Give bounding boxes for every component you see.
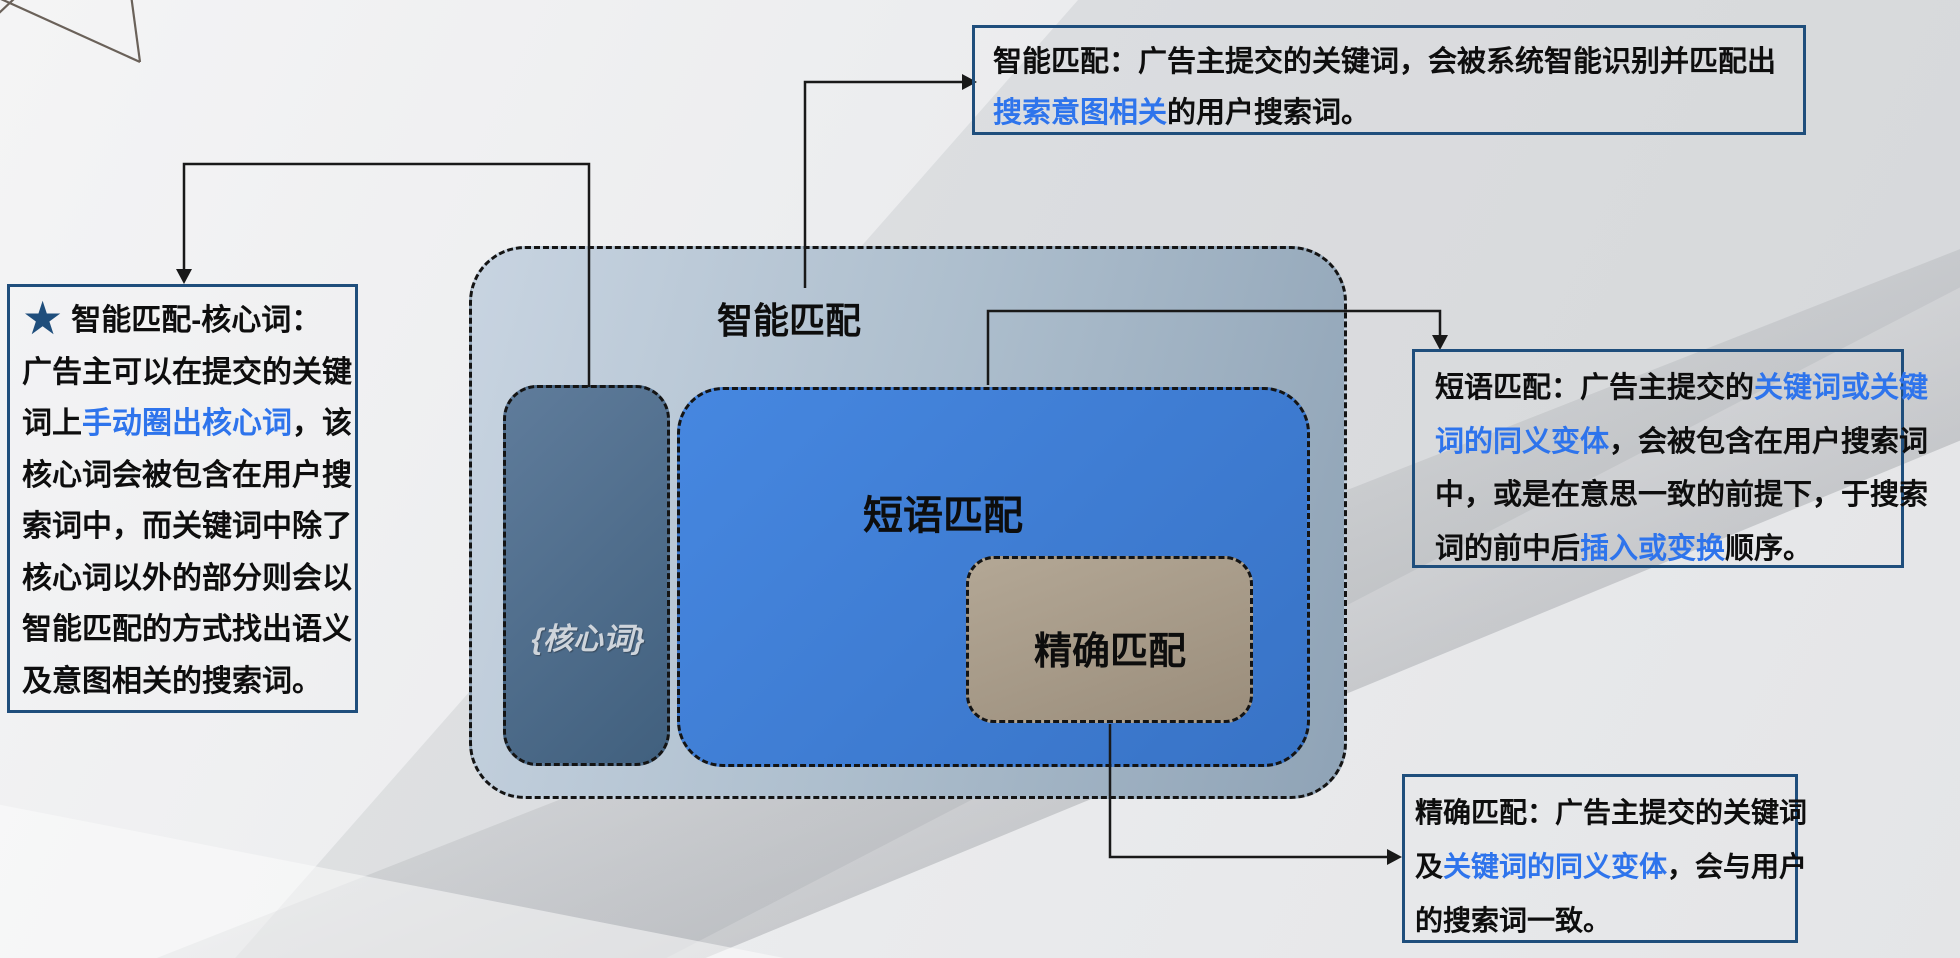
core-word-callout-text: 广告主可以在提交的关键词上手动圈出核心词，该核心词会被包含在用户搜索词中，而关键… bbox=[22, 347, 355, 708]
highlighted-text-segment: 关键词或关键 bbox=[1754, 372, 1929, 404]
text-line: 的搜索词一致。 bbox=[1415, 894, 1795, 948]
text-segment: ，该 bbox=[292, 407, 352, 440]
core-word-callout: ★智能匹配-核心词： 广告主可以在提交的关键词上手动圈出核心词，该核心词会被包含… bbox=[7, 284, 358, 713]
text-segment: 智能匹配：广告主提交的关键词，会被系统智能识别并匹配出 bbox=[993, 46, 1777, 78]
text-line: 及意图相关的搜索词。 bbox=[22, 656, 355, 708]
text-line: 搜索意图相关的用户搜索词。 bbox=[993, 88, 1787, 139]
highlighted-text-segment: 搜索意图相关 bbox=[993, 97, 1168, 129]
core-word-callout-title: 智能匹配-核心词： bbox=[71, 304, 322, 337]
text-line: 中，或是在意思一致的前提下，于搜索 bbox=[1435, 469, 1928, 523]
star-outline-decoration bbox=[0, 0, 142, 64]
text-line: 词上手动圈出核心词，该 bbox=[22, 398, 355, 450]
text-segment: 及意图相关的搜索词。 bbox=[22, 664, 322, 698]
smart-match-callout: 智能匹配：广告主提交的关键词，会被系统智能识别并匹配出搜索意图相关的用户搜索词。 bbox=[972, 25, 1806, 135]
exact-match-callout-text: 精确匹配：广告主提交的关键词及关键词的同义变体，会与用户的搜索词一致。 bbox=[1415, 786, 1807, 948]
arrowhead-right-smart bbox=[962, 74, 977, 90]
text-segment: 的搜索词一致。 bbox=[1415, 905, 1612, 936]
connector-exact-callout bbox=[1108, 724, 1388, 859]
text-line: 精确匹配：广告主提交的关键词 bbox=[1415, 786, 1807, 840]
arrowhead-right-exact bbox=[1387, 849, 1402, 865]
text-line: 核心词以外的部分则会以 bbox=[22, 553, 355, 605]
connector-phrase-callout bbox=[986, 309, 1442, 385]
text-segment: 核心词以外的部分则会以 bbox=[22, 561, 352, 595]
text-segment: 核心词会被包含在用户搜 bbox=[22, 458, 352, 492]
text-line: 词的同义变体，会被包含在用户搜索词 bbox=[1435, 416, 1928, 470]
text-segment: ，会被包含在用户搜索词 bbox=[1609, 425, 1929, 458]
highlighted-text-segment: 插入或变换 bbox=[1580, 532, 1726, 565]
text-segment: 中，或是在意思一致的前提下，于搜索 bbox=[1435, 479, 1929, 511]
text-line: 智能匹配的方式找出语义 bbox=[22, 604, 355, 656]
text-segment: 及 bbox=[1415, 851, 1444, 882]
star-icon: ★ bbox=[22, 292, 64, 344]
core-word-callout-title-line: ★智能匹配-核心词： bbox=[22, 292, 355, 347]
text-line: 词的前中后插入或变换顺序。 bbox=[1435, 523, 1901, 577]
text-line: 及关键词的同义变体，会与用户 bbox=[1415, 840, 1807, 894]
exact-match-callout: 精确匹配：广告主提交的关键词及关键词的同义变体，会与用户的搜索词一致。 bbox=[1402, 774, 1807, 943]
text-segment: 精确匹配：广告主提交的关键词 bbox=[1415, 797, 1808, 828]
arrowhead-down-core bbox=[176, 269, 192, 284]
highlighted-text-segment: 关键词的同义变体 bbox=[1443, 851, 1668, 882]
text-segment: 词的前中后 bbox=[1435, 532, 1581, 565]
text-segment: 索词中，而关键词中除了 bbox=[22, 510, 352, 543]
text-line: 核心词会被包含在用户搜 bbox=[22, 450, 355, 502]
text-segment: 顺序。 bbox=[1725, 532, 1813, 565]
arrowhead-down-phrase bbox=[1432, 335, 1448, 350]
text-line: 广告主可以在提交的关键 bbox=[22, 347, 355, 399]
text-segment: ，会与用户 bbox=[1667, 851, 1808, 882]
connector-smart-callout bbox=[803, 80, 963, 288]
text-segment: 的用户搜索词。 bbox=[1167, 97, 1371, 129]
text-segment: 词上 bbox=[22, 407, 82, 440]
text-line: 智能匹配：广告主提交的关键词，会被系统智能识别并匹配出 bbox=[993, 37, 1787, 88]
text-line: 短语匹配：广告主提交的关键词或关键 bbox=[1435, 362, 1928, 416]
phrase-match-callout-text: 短语匹配：广告主提交的关键词或关键词的同义变体，会被包含在用户搜索词中，或是在意… bbox=[1435, 362, 1928, 577]
smart-match-callout-text: 智能匹配：广告主提交的关键词，会被系统智能识别并匹配出搜索意图相关的用户搜索词。 bbox=[993, 37, 1787, 139]
highlighted-text-segment: 手动圈出核心词 bbox=[82, 407, 292, 440]
text-line: 索词中，而关键词中除了 bbox=[22, 501, 355, 553]
highlighted-text-segment: 词的同义变体 bbox=[1435, 425, 1610, 458]
phrase-match-callout: 短语匹配：广告主提交的关键词或关键词的同义变体，会被包含在用户搜索词中，或是在意… bbox=[1412, 349, 1928, 568]
text-segment: 智能匹配的方式找出语义 bbox=[22, 613, 352, 646]
text-segment: 短语匹配：广告主提交的 bbox=[1435, 372, 1755, 404]
text-segment: 广告主可以在提交的关键 bbox=[22, 355, 352, 389]
